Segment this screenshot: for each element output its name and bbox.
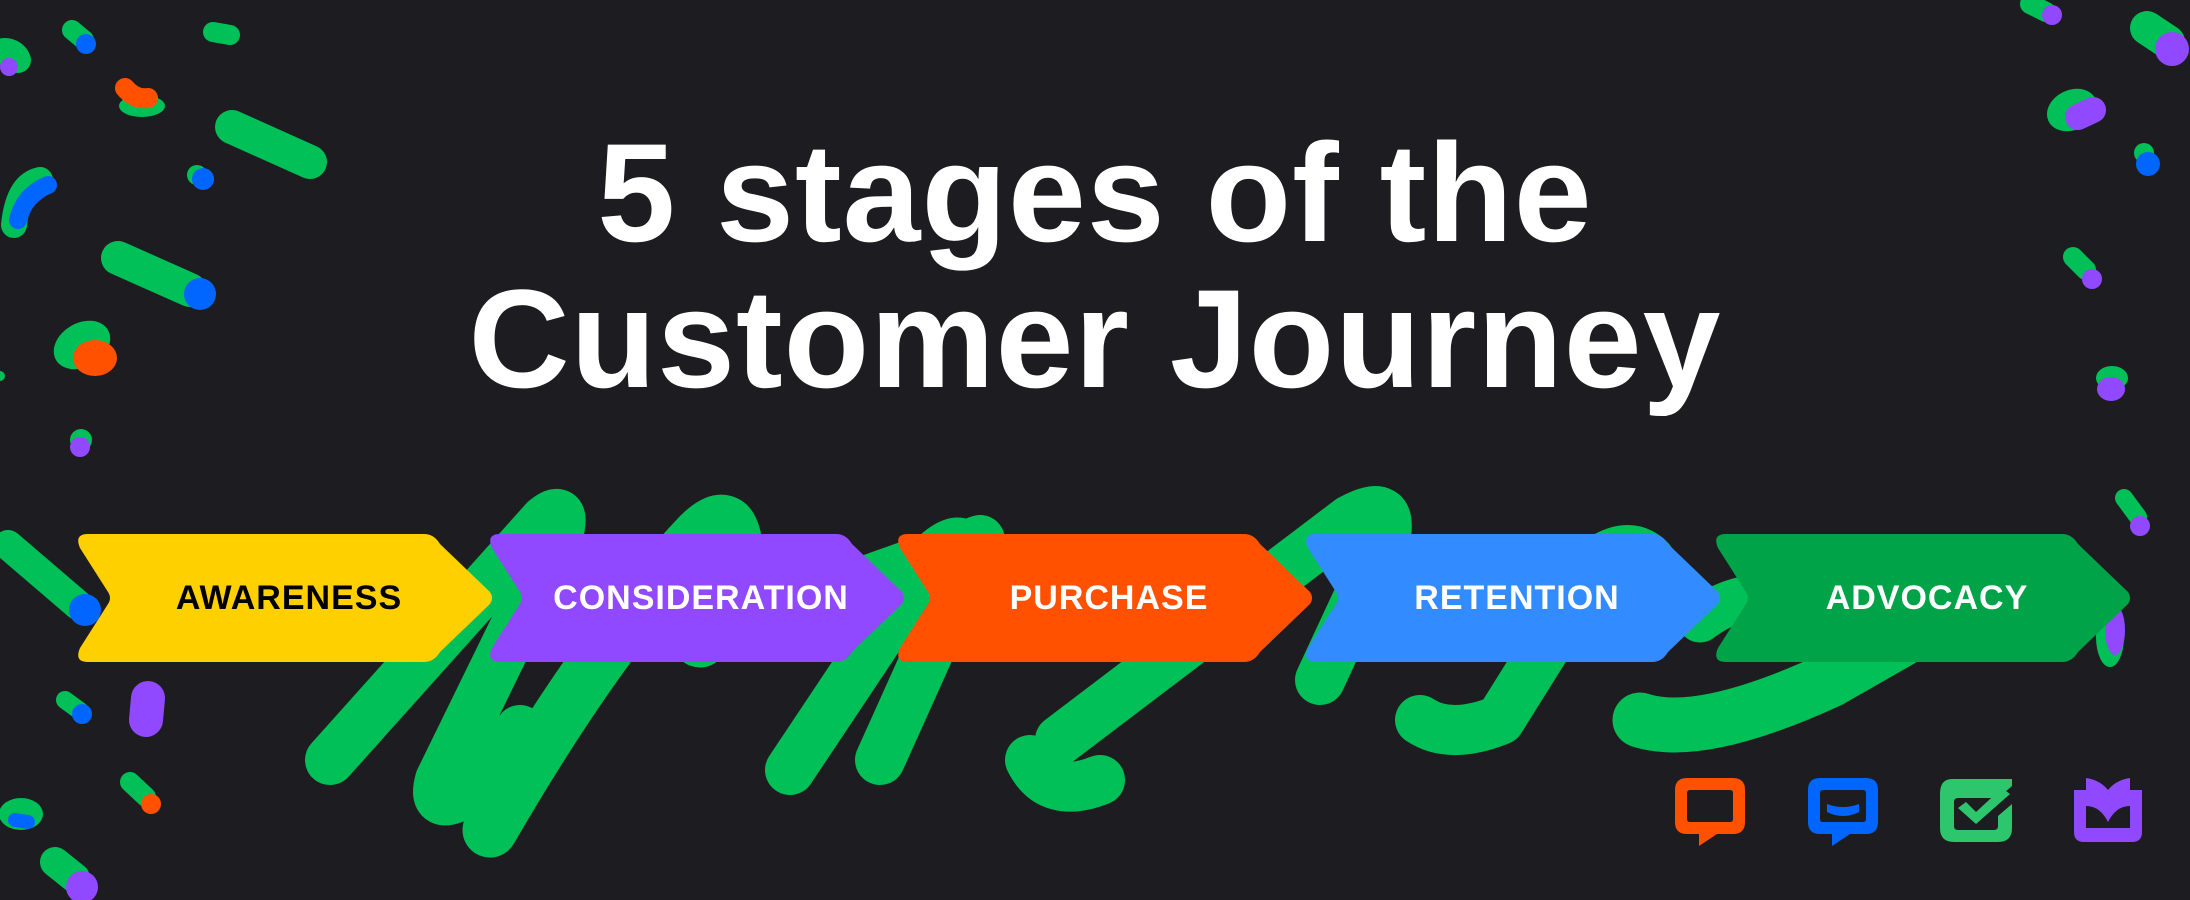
chatbot-icon	[1808, 778, 1878, 846]
stage-purchase: PURCHASE	[894, 534, 1314, 662]
chevron-shape-icon	[1716, 534, 2130, 662]
stage-label: PURCHASE	[1009, 578, 1209, 617]
stage-label: RETENTION	[1414, 578, 1620, 617]
page-title: 5 stages of the Customer Journey	[0, 120, 2190, 412]
stage-consideration: CONSIDERATION	[486, 534, 906, 662]
title-line-2: Customer Journey	[468, 260, 1722, 417]
stage-retention: RETENTION	[1302, 534, 1722, 662]
chevron-shape-icon	[490, 534, 904, 662]
livechat-icon	[1675, 778, 1745, 846]
chevron-shape-icon	[898, 534, 1312, 662]
knowledgebase-icon	[2074, 778, 2142, 842]
chevron-shape-icon	[1306, 534, 1720, 662]
stage-label: AWARENESS	[175, 578, 403, 617]
helpdesk-icon	[1940, 779, 2012, 842]
title-line-1: 5 stages of the	[597, 114, 1593, 271]
stage-awareness: AWARENESS	[74, 534, 494, 662]
stage-advocacy: ADVOCACY	[1712, 534, 2132, 662]
stage-label: ADVOCACY	[1825, 578, 2029, 617]
stage-label: CONSIDERATION	[553, 578, 849, 617]
chevron-shape-icon	[78, 534, 492, 662]
brand-icons	[0, 776, 2190, 876]
